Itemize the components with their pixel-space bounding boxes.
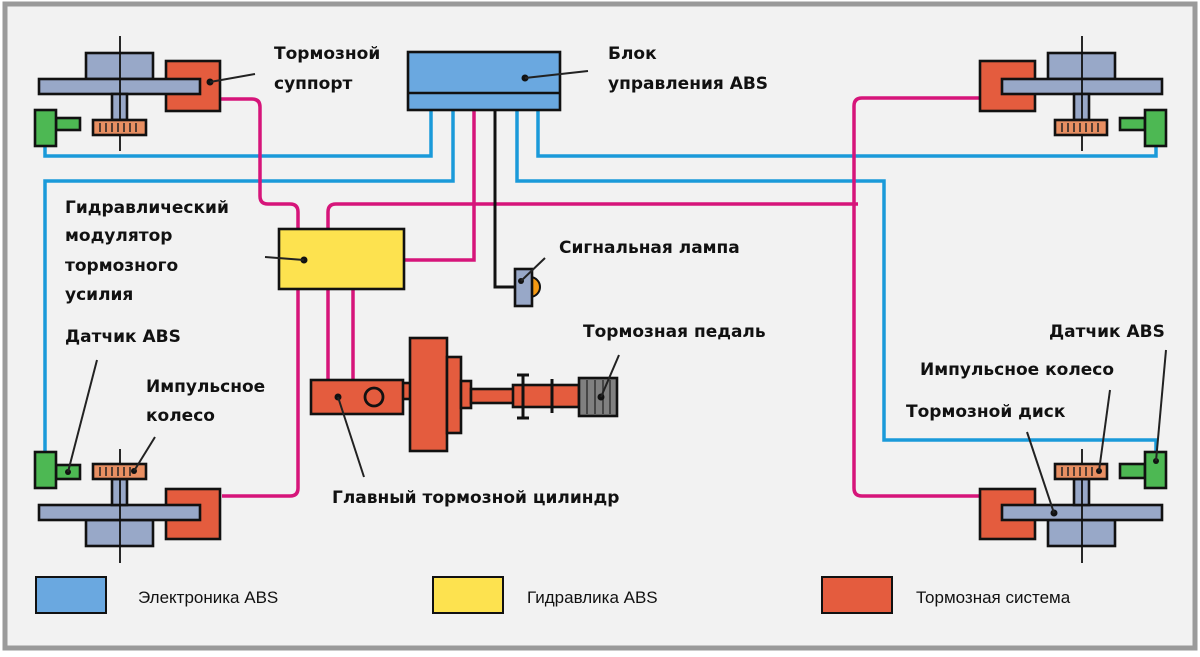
- line-modulator-ecu: [404, 110, 476, 262]
- line-sensor-rr: [515, 110, 1158, 452]
- master-cylinder-assembly: [309, 336, 620, 478]
- abs-sensor-fr: [1118, 108, 1168, 148]
- abs-sensor-fl: [33, 108, 82, 148]
- line-caliper-fr-rr: [852, 96, 980, 498]
- wheel-rear-left: [33, 359, 222, 563]
- legend-swatch-brake-system: [821, 576, 893, 614]
- impulse-wheel-rl: [91, 436, 156, 481]
- warning-lamp: [513, 257, 546, 308]
- hydraulic-modulator: [264, 227, 406, 291]
- legend-label-hydraulics: Гидравлика ABS: [527, 588, 658, 607]
- abs-control-unit: [406, 50, 589, 112]
- impulse-wheel-rr: [1053, 389, 1111, 481]
- legend-item-hydraulics: Гидравлика ABS: [432, 576, 658, 614]
- abs-sensor-rl: [33, 359, 98, 490]
- label-brake-pedal: Тормозная педаль: [583, 322, 766, 342]
- label-ecu-2: управления ABS: [608, 74, 768, 94]
- label-modulator-2: модулятор: [65, 226, 172, 246]
- legend-label-brake-system: Тормозная система: [916, 588, 1071, 607]
- electrical-lines: [43, 110, 1158, 452]
- line-sensor-rl: [43, 110, 455, 452]
- wheel-front-right: [978, 36, 1168, 151]
- legend: Электроника ABS Гидравлика ABS Тормозная…: [35, 576, 1071, 614]
- wheel-front-left: [33, 36, 256, 151]
- legend-item-brake-system: Тормозная система: [821, 576, 1071, 614]
- label-modulator-4: усилия: [65, 285, 133, 305]
- impulse-wheel-fr: [1053, 118, 1109, 137]
- label-impulse-wheel-left-2: колесо: [146, 406, 215, 426]
- line-caliper-fl: [220, 97, 300, 230]
- line-sensor-fr: [536, 110, 1158, 158]
- label-master-cylinder: Главный тормозной цилиндр: [332, 488, 619, 508]
- legend-label-electronics: Электроника ABS: [138, 588, 278, 607]
- hydraulic-lines: [220, 96, 980, 498]
- label-abs-sensor-right: Датчик ABS: [1049, 322, 1165, 342]
- label-ecu-1: Блок: [608, 44, 657, 64]
- label-abs-sensor-left: Датчик ABS: [65, 327, 181, 347]
- line-sensor-fl: [43, 110, 433, 158]
- line-lamp-wire: [493, 110, 517, 289]
- label-modulator-3: тормозного: [65, 256, 178, 276]
- label-brake-disc: Тормозной диск: [906, 402, 1066, 422]
- label-caliper-2: суппорт: [274, 74, 352, 94]
- label-impulse-wheel-left-1: Импульсное: [146, 377, 265, 397]
- label-caliper-1: Тормозной: [274, 44, 380, 64]
- brake-pedal: [577, 354, 620, 418]
- label-impulse-wheel-right: Импульсное колесо: [920, 360, 1114, 380]
- impulse-wheel-fl: [91, 118, 148, 137]
- label-warning-lamp: Сигнальная лампа: [559, 238, 740, 258]
- line-caliper-fr-top: [326, 202, 858, 230]
- label-modulator-1: Гидравлический: [65, 198, 229, 218]
- line-caliper-rl: [222, 290, 300, 498]
- legend-swatch-hydraulics: [432, 576, 504, 614]
- legend-swatch-electronics: [35, 576, 107, 614]
- abs-sensor-rr: [1118, 349, 1168, 490]
- legend-item-electronics: Электроника ABS: [35, 576, 278, 614]
- wheel-rear-right: [978, 349, 1168, 563]
